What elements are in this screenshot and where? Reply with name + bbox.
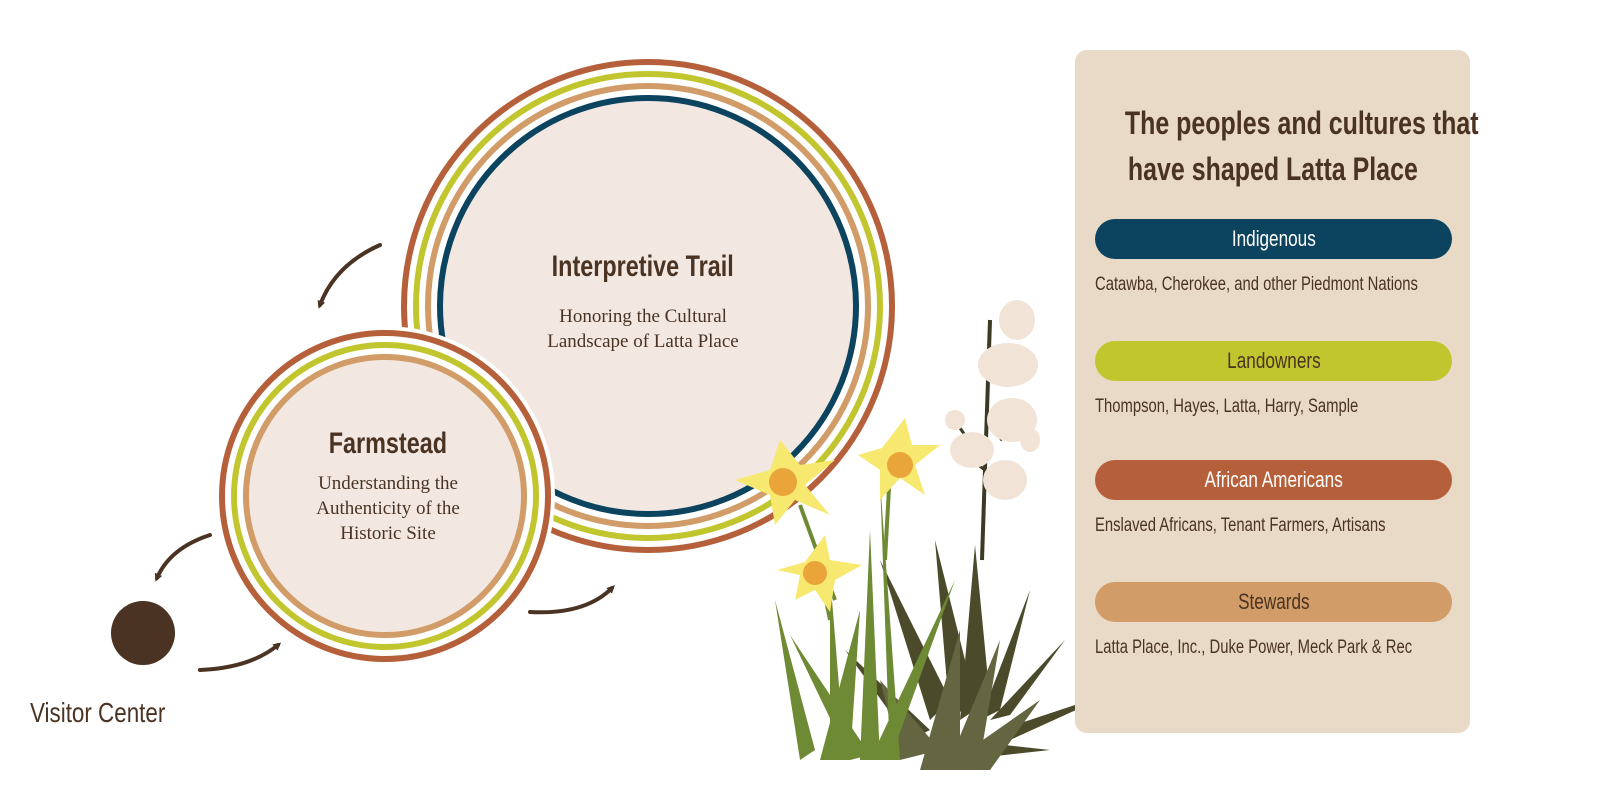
visitor-center-label: Visitor Center bbox=[30, 697, 270, 729]
group-description: Latta Place, Inc., Duke Power, Meck Park… bbox=[1095, 637, 1475, 659]
trail-subtitle-line1: Honoring the Cultural bbox=[559, 306, 727, 327]
cultures-panel: The peoples and cultures that have shape… bbox=[1075, 50, 1479, 733]
panel-title-line1: The peoples and cultures that bbox=[1124, 105, 1479, 141]
badge-african-americans: African Americans bbox=[1095, 460, 1452, 500]
arrow-icon bbox=[528, 585, 615, 615]
visitor-center-dot bbox=[111, 601, 175, 665]
trail-subtitle-line2: Landscape of Latta Place bbox=[547, 331, 739, 352]
group-description: Enslaved Africans, Tenant Farmers, Artis… bbox=[1095, 515, 1475, 537]
visitor-center-text: Visitor Center bbox=[30, 697, 166, 728]
description-text: Catawba, Cherokee, and other Piedmont Na… bbox=[1095, 274, 1418, 295]
arrow-icon bbox=[198, 642, 282, 672]
interpretive-trail-label: Interpretive Trail Honoring the Cultural… bbox=[493, 250, 793, 354]
badge-stewards: Stewards bbox=[1095, 582, 1452, 622]
daffodil-icon bbox=[735, 440, 835, 525]
daffodil-icon bbox=[777, 535, 862, 612]
description-text: Latta Place, Inc., Duke Power, Meck Park… bbox=[1095, 637, 1413, 658]
badge-landowners: Landowners bbox=[1095, 341, 1452, 381]
arrow-icon bbox=[317, 243, 382, 309]
daffodil-icon bbox=[858, 418, 940, 500]
farmstead-circle bbox=[215, 326, 555, 666]
farmstead-subtitle-line3: Historic Site bbox=[340, 523, 436, 544]
badge-label: Indigenous bbox=[1231, 226, 1316, 251]
badge-label: Landowners bbox=[1226, 348, 1321, 373]
panel-title-line2: have shaped Latta Place bbox=[1127, 151, 1418, 187]
farmstead-subtitle-line1: Understanding the bbox=[318, 473, 458, 494]
group-description: Catawba, Cherokee, and other Piedmont Na… bbox=[1095, 274, 1475, 296]
badge-label: Stewards bbox=[1237, 589, 1310, 614]
farmstead-label: Farmstead Understanding the Authenticity… bbox=[238, 427, 538, 546]
trail-title: Interpretive Trail bbox=[551, 250, 735, 283]
description-text: Enslaved Africans, Tenant Farmers, Artis… bbox=[1095, 515, 1386, 536]
panel-title: The peoples and cultures that have shape… bbox=[1075, 100, 1479, 192]
group-description: Thompson, Hayes, Latta, Harry, Sample bbox=[1095, 396, 1475, 418]
description-text: Thompson, Hayes, Latta, Harry, Sample bbox=[1095, 396, 1359, 417]
farmstead-subtitle-line2: Authenticity of the bbox=[316, 498, 460, 519]
farmstead-title: Farmstead bbox=[328, 427, 448, 460]
badge-label: African Americans bbox=[1204, 467, 1343, 492]
badge-indigenous: Indigenous bbox=[1095, 219, 1452, 259]
arrow-icon bbox=[154, 533, 212, 582]
